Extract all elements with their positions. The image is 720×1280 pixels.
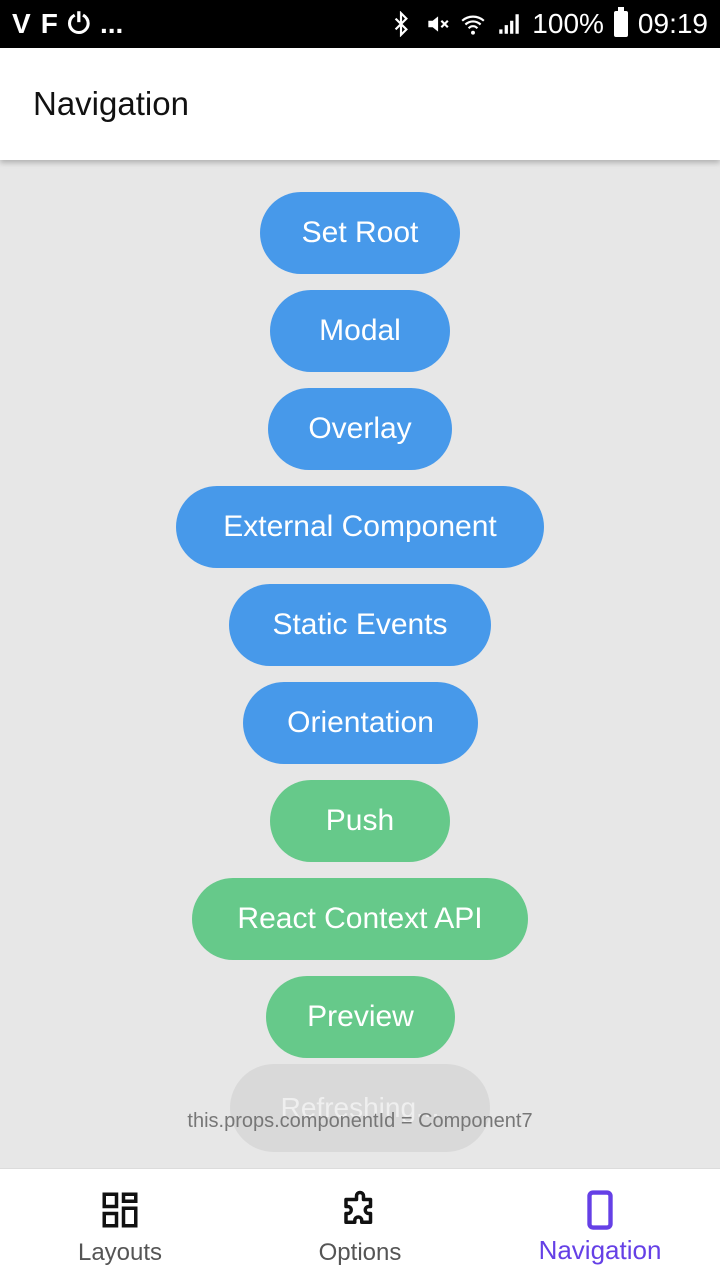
tab-layouts-label: Layouts [77,1239,163,1266]
sync-icon: ⏻ [67,8,90,39]
status-bar: V F ⏻ ... 100% 09:19 [0,0,720,48]
battery-percent: 100% [532,8,604,39]
clock: 09:19 [637,8,708,39]
wifi-icon [461,15,485,35]
static-events-button[interactable]: Static Events [229,584,491,666]
mute-icon [428,16,449,32]
tab-layouts[interactable]: Layouts [0,1169,240,1280]
orientation-button[interactable]: Orientation [243,682,478,764]
push-button[interactable]: Push [270,780,450,862]
tab-options-label: Options [318,1239,402,1266]
tab-navigation[interactable]: Navigation [480,1169,720,1280]
react-context-api-button[interactable]: React Context API [192,878,528,960]
status-bar-system: 100% 09:19 [388,7,708,40]
preview-button[interactable]: Preview [266,976,455,1058]
bluetooth-icon [395,11,409,37]
signal-icon [499,14,520,34]
app-bar: Navigation [0,48,720,160]
tab-options[interactable]: Options [240,1169,480,1280]
puzzle-icon [344,1190,373,1224]
tab-navigation-label: Navigation [538,1235,662,1265]
bottom-tab-bar: Layouts Options Navigation [0,1168,720,1280]
page-title: Navigation [33,85,189,122]
modal-button[interactable]: Modal [270,290,450,372]
external-component-button[interactable]: External Component [176,486,544,568]
vodafone-icon: V [12,8,31,39]
set-root-button[interactable]: Set Root [260,192,460,274]
phone-icon [587,1190,613,1230]
component-id-text: this.props.componentId = Component7 [187,1110,533,1132]
flipboard-icon: F [40,8,58,39]
more-notifications-icon: ... [99,8,124,39]
layouts-grid-icon [102,1192,138,1228]
refreshing-indicator: Refreshing... [230,1064,490,1152]
overlay-button[interactable]: Overlay [268,388,452,470]
status-bar-notifications: V F ⏻ ... [12,10,123,38]
navigation-screen: Set Root Modal Overlay External Componen… [0,160,720,1168]
battery-icon [613,7,628,37]
